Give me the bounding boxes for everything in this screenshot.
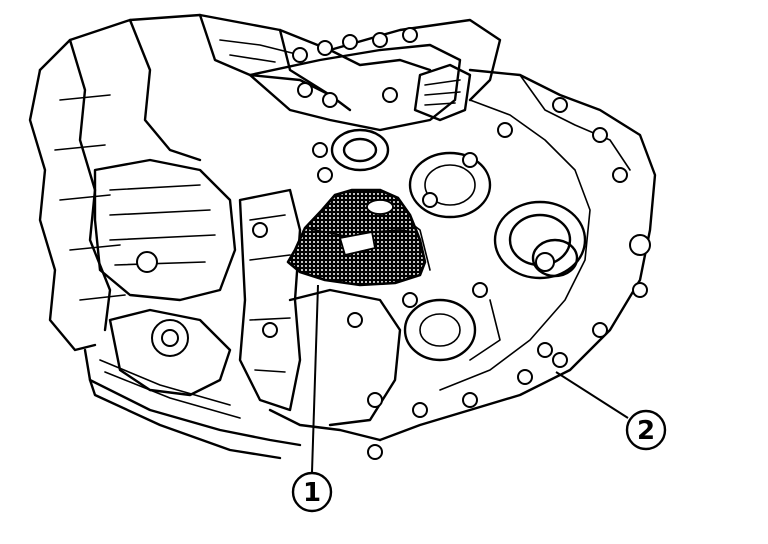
callout-2: 2	[555, 371, 667, 451]
transaxle-case	[268, 68, 657, 460]
highlighted-mount	[286, 188, 427, 287]
center-housing	[238, 188, 402, 427]
upper-housing	[248, 27, 472, 183]
callout-1-label: 1	[303, 478, 321, 508]
engine-block	[28, 13, 502, 460]
callout-1: 1	[291, 284, 333, 513]
callout-2-label: 2	[637, 416, 655, 446]
